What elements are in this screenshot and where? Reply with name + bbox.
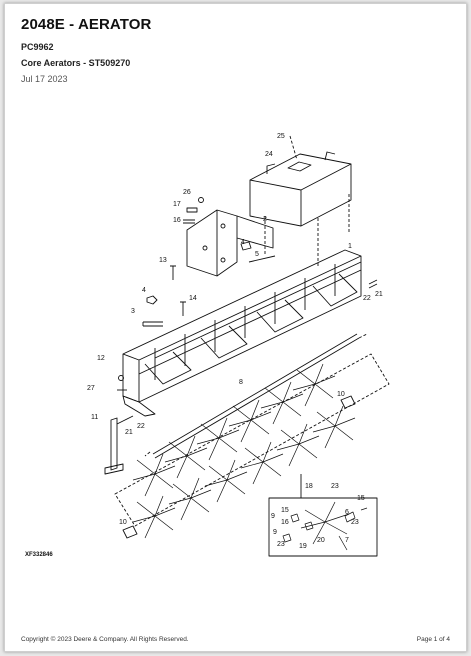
section-subtitle: Core Aerators - ST509270 <box>21 58 131 68</box>
callout-10b: 10 <box>119 519 127 526</box>
callout-5: 5 <box>255 251 259 258</box>
callout-15b: 15 <box>357 495 365 502</box>
callout-12: 12 <box>97 355 105 362</box>
callout-11: 11 <box>91 414 98 421</box>
callout-4: 4 <box>142 287 146 294</box>
callout-18: 18 <box>305 483 313 490</box>
tine-wheels <box>132 363 356 539</box>
callout-23: 23 <box>331 483 339 490</box>
callout-27: 27 <box>87 385 95 392</box>
callout-2: 2 <box>263 216 267 223</box>
callout-7: 7 <box>345 537 349 544</box>
figure-id: XF332846 <box>25 552 53 558</box>
callout-10: 10 <box>337 391 345 398</box>
callout-22: 22 <box>363 295 371 302</box>
page-title: 2048E - AERATOR <box>21 16 152 33</box>
callout-8: 8 <box>239 379 243 386</box>
callout-17: 17 <box>173 201 181 208</box>
callout-25: 25 <box>277 133 285 140</box>
callout-24: 24 <box>265 151 273 158</box>
callout-15: 15 <box>281 507 289 514</box>
callout-21b: 21 <box>125 429 133 436</box>
callout-14: 14 <box>189 295 197 302</box>
callout-26: 26 <box>183 189 191 196</box>
tine-shaft <box>152 333 360 459</box>
callout-4b: 4 <box>241 239 245 246</box>
callout-3: 3 <box>131 308 135 315</box>
callout-16: 16 <box>173 217 181 224</box>
callout-9: 9 <box>271 513 275 520</box>
callout-22b: 22 <box>137 423 145 430</box>
page-number: Page 1 of 4 <box>416 636 450 643</box>
callout-6: 6 <box>345 509 349 516</box>
callout-1: 1 <box>348 243 352 250</box>
callout-19: 19 <box>299 543 307 550</box>
copyright-text: Copyright © 2023 Deere & Company. All Ri… <box>21 636 189 643</box>
callout-16b: 16 <box>281 519 289 526</box>
callout-21: 21 <box>375 291 383 298</box>
exploded-parts-diagram: 1 2 3 4 4 5 6 7 8 9 9 10 10 11 12 13 14 … <box>87 133 390 557</box>
publish-date: Jul 17 2023 <box>21 74 68 84</box>
weight-box <box>249 153 352 227</box>
detail-inset <box>268 497 378 557</box>
stand-leg <box>110 417 118 471</box>
callout-23c: 23 <box>351 519 359 526</box>
document-page: 2048E - AERATOR PC9962 Core Aerators - S… <box>4 3 467 652</box>
callout-9b: 9 <box>273 529 277 536</box>
callout-13: 13 <box>159 257 167 264</box>
part-code: PC9962 <box>21 42 54 52</box>
callout-numbers: 1 2 3 4 4 5 6 7 8 9 9 10 10 11 12 13 14 … <box>87 133 383 550</box>
lid-plate <box>287 161 312 172</box>
callout-20: 20 <box>317 537 325 544</box>
callout-23b: 23 <box>277 541 285 548</box>
